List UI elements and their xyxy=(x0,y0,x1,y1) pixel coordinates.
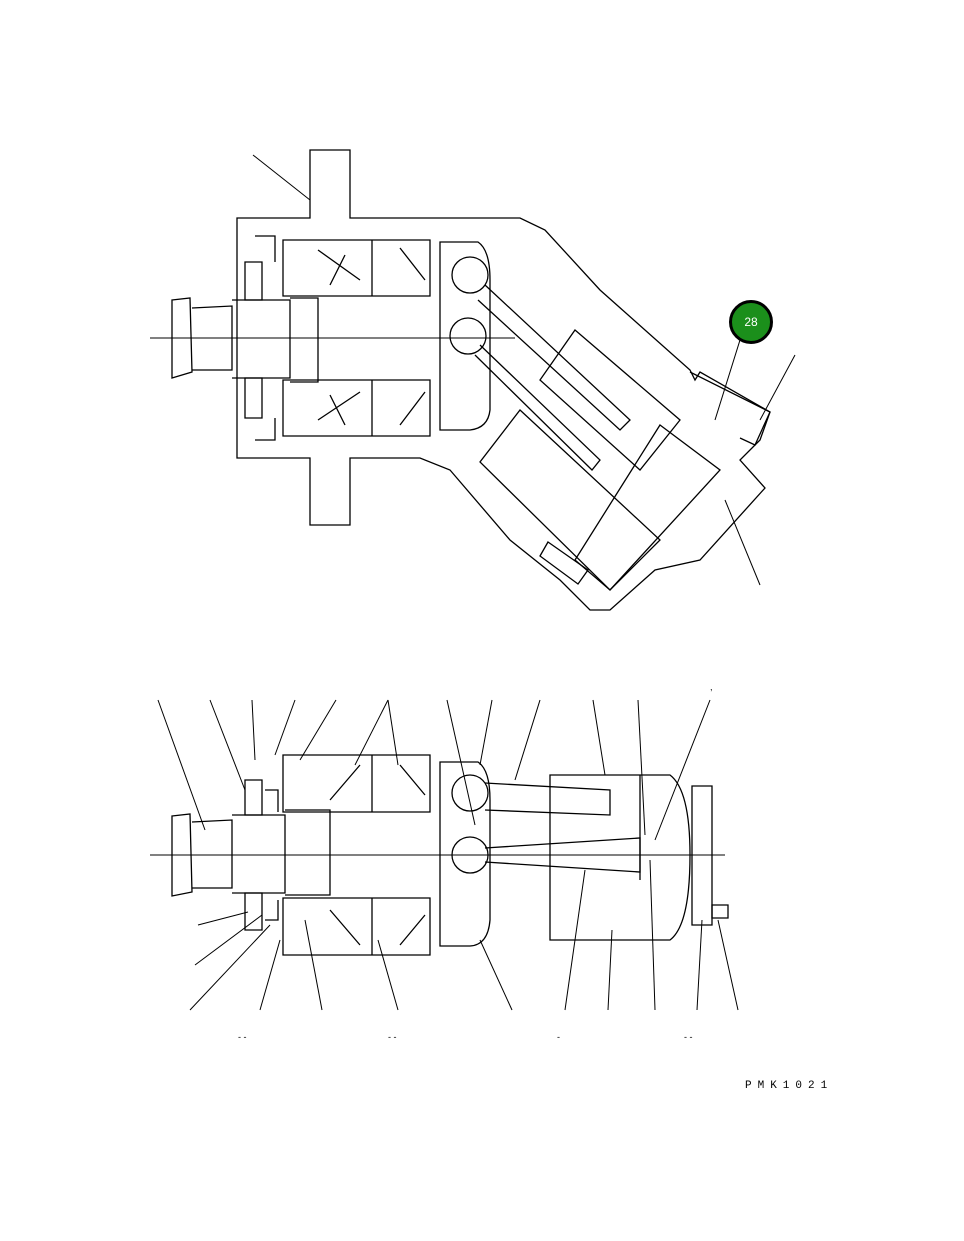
top-rear-bearing xyxy=(282,379,431,437)
fragment-label-b: - - xyxy=(388,1032,397,1042)
bottom-pin xyxy=(711,904,729,919)
fragment-label-e: , xyxy=(710,682,713,692)
top-leader-right xyxy=(759,354,796,421)
callout-28-badge: 28 xyxy=(729,300,773,344)
bottom-seal-group xyxy=(244,779,279,931)
top-drive-flange xyxy=(439,241,491,431)
bottom-front-bearing xyxy=(282,754,431,813)
top-piston-rod-a xyxy=(477,284,631,431)
top-leader-28 xyxy=(714,339,741,421)
top-output-shaft xyxy=(171,297,233,379)
top-small-boss xyxy=(539,541,589,585)
fragment-label-d: - - xyxy=(684,1032,693,1042)
top-end-cover xyxy=(574,424,721,591)
top-front-bearing xyxy=(282,239,431,297)
bottom-piston-ball-a xyxy=(451,774,489,812)
top-leader-housing xyxy=(252,154,311,201)
top-housing-outline xyxy=(236,149,771,611)
fragment-label-c: - xyxy=(557,1032,560,1042)
bottom-output-shaft xyxy=(171,813,233,897)
top-piston-ball-a xyxy=(451,256,489,294)
bottom-valve-plate xyxy=(691,785,713,926)
top-leader-cover xyxy=(724,499,761,586)
top-piston-ball-b xyxy=(449,317,487,355)
bottom-rear-bearing xyxy=(282,897,431,956)
bottom-bottom-leaders xyxy=(189,859,739,1011)
bottom-piston-rod-a xyxy=(484,782,611,816)
top-cylinder-barrel xyxy=(539,329,681,471)
fragment-label-a: - - xyxy=(238,1032,247,1042)
bottom-drive-flange xyxy=(439,761,491,947)
bottom-piston-ball-b xyxy=(451,836,489,874)
top-piston-rod-b xyxy=(474,344,601,471)
bottom-shaft-body xyxy=(232,809,331,896)
drawing-code: PMK1021 xyxy=(745,1080,834,1092)
top-bolt-boss xyxy=(689,371,771,446)
top-seal-group xyxy=(244,235,276,441)
bottom-top-leaders xyxy=(157,699,711,841)
bottom-cylinder-block xyxy=(549,774,691,941)
